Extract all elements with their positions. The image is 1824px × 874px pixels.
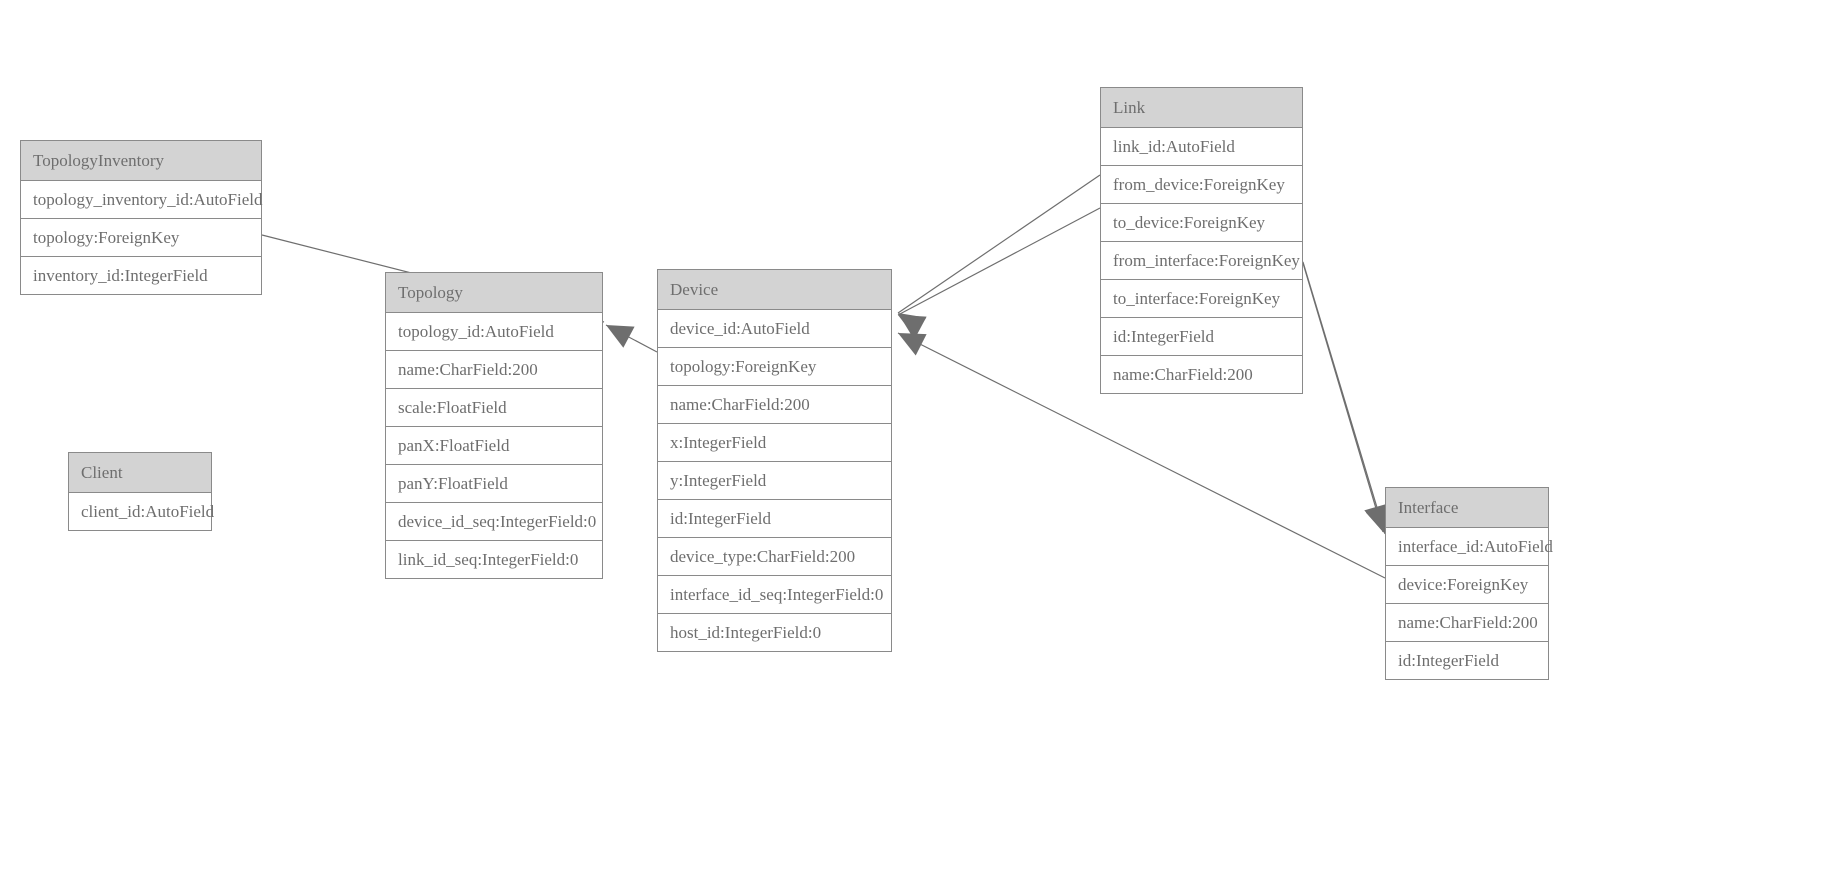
entity-field: device_type:CharField:200 bbox=[658, 538, 891, 576]
entity-field: name:CharField:200 bbox=[658, 386, 891, 424]
entity-field: device_id_seq:IntegerField:0 bbox=[386, 503, 602, 541]
entity-field: panX:FloatField bbox=[386, 427, 602, 465]
entity-field: to_device:ForeignKey bbox=[1101, 204, 1302, 242]
relationship-line bbox=[605, 324, 658, 353]
entity-field: name:CharField:200 bbox=[386, 351, 602, 389]
relationship-line bbox=[897, 207, 1101, 316]
relationship-arrowhead bbox=[898, 333, 927, 356]
relationship-arrowhead bbox=[898, 315, 927, 338]
entity-field: interface_id_seq:IntegerField:0 bbox=[658, 576, 891, 614]
entity-field: name:CharField:200 bbox=[1101, 356, 1302, 393]
entity-field: link_id_seq:IntegerField:0 bbox=[386, 541, 602, 578]
entity-title-topology: Topology bbox=[386, 273, 602, 313]
entity-field: to_interface:ForeignKey bbox=[1101, 280, 1302, 318]
relationship-line bbox=[1296, 242, 1384, 533]
entity-field: inventory_id:IntegerField bbox=[21, 257, 261, 294]
rel-link-from-interface bbox=[1296, 242, 1388, 533]
rel-link-from-device bbox=[897, 174, 1101, 338]
entity-title-link: Link bbox=[1101, 88, 1302, 128]
entity-field: from_device:ForeignKey bbox=[1101, 166, 1302, 204]
relationship-arrowhead bbox=[606, 325, 635, 348]
entity-field: y:IntegerField bbox=[658, 462, 891, 500]
rel-link-to-interface bbox=[1302, 261, 1389, 535]
entity-field: device:ForeignKey bbox=[1386, 566, 1548, 604]
entity-field: device_id:AutoField bbox=[658, 310, 891, 348]
entity-field: id:IntegerField bbox=[658, 500, 891, 538]
entity-title-device: Device bbox=[658, 270, 891, 310]
relationship-line bbox=[1302, 261, 1386, 535]
relationship-line bbox=[897, 174, 1101, 314]
entity-field: host_id:IntegerField:0 bbox=[658, 614, 891, 651]
entity-field: scale:FloatField bbox=[386, 389, 602, 427]
entity-title-topology_inventory: TopologyInventory bbox=[21, 141, 261, 181]
entity-field: link_id:AutoField bbox=[1101, 128, 1302, 166]
entity-field: topology_id:AutoField bbox=[386, 313, 602, 351]
entity-field: from_interface:ForeignKey bbox=[1101, 242, 1302, 280]
entity-fields-client: client_id:AutoField bbox=[69, 493, 214, 530]
entity-field: name:CharField:200 bbox=[1386, 604, 1548, 642]
rel-device-topology bbox=[605, 324, 658, 353]
entity-field: interface_id:AutoField bbox=[1386, 528, 1553, 566]
entity-field: id:IntegerField bbox=[1386, 642, 1548, 679]
entity-field: id:IntegerField bbox=[1101, 318, 1302, 356]
entity-field: topology:ForeignKey bbox=[658, 348, 891, 386]
entity-field: x:IntegerField bbox=[658, 424, 891, 462]
rel-link-to-device bbox=[897, 207, 1101, 338]
entity-field: topology:ForeignKey bbox=[21, 219, 261, 257]
relationship-arrowhead bbox=[898, 313, 927, 338]
entity-field: panY:FloatField bbox=[386, 465, 602, 503]
entity-field: topology_inventory_id:AutoField bbox=[21, 181, 263, 219]
entity-field: client_id:AutoField bbox=[69, 493, 214, 530]
entity-title-interface: Interface bbox=[1386, 488, 1548, 528]
entity-title-client: Client bbox=[69, 453, 211, 493]
